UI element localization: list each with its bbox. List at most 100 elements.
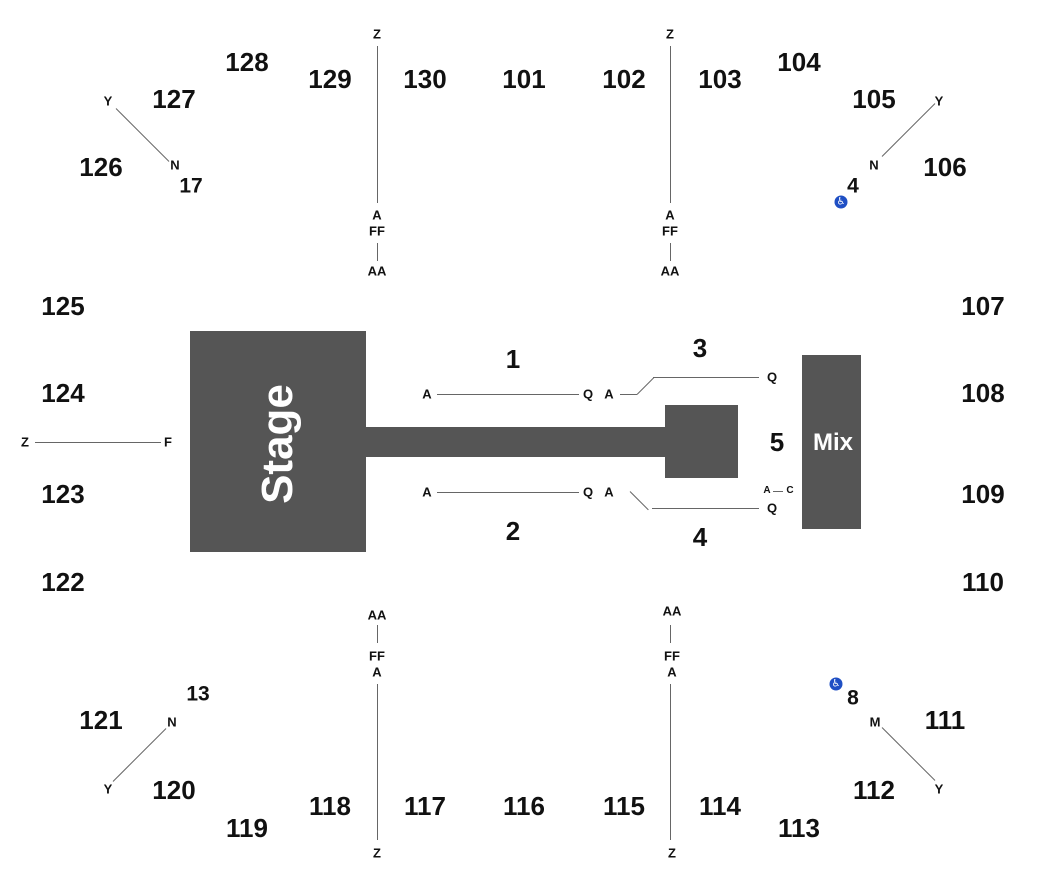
row-label: Q [582, 386, 594, 402]
section-129[interactable]: 129 [308, 64, 352, 94]
row-label: A [372, 664, 382, 680]
row-line [670, 684, 671, 840]
row-label: Q [582, 484, 594, 500]
section-108[interactable]: 108 [961, 378, 1005, 408]
row-label: A [422, 386, 432, 402]
row-label: Z [666, 26, 674, 42]
section-127[interactable]: 127 [152, 84, 196, 114]
section-125[interactable]: 125 [41, 291, 85, 321]
row-line [881, 727, 936, 781]
row-label: Z [373, 845, 381, 861]
floor-section-3[interactable]: 3 [692, 333, 708, 363]
row-line [437, 492, 579, 493]
row-label: Q [766, 500, 778, 516]
section-8-accessible[interactable]: 8 [847, 686, 859, 710]
row-label: Z [668, 845, 676, 861]
section-111[interactable]: 111 [924, 705, 966, 735]
row-label: FF [369, 648, 385, 664]
wheelchair-icon: ♿ [834, 195, 848, 209]
row-label: A [665, 207, 675, 223]
row-label: FF [662, 223, 678, 239]
floor-section-5[interactable]: 5 [769, 427, 785, 457]
row-label: A [763, 485, 771, 496]
row-label: A [372, 207, 382, 223]
row-label: Y [934, 781, 944, 797]
section-114[interactable]: 114 [699, 791, 741, 821]
section-126[interactable]: 126 [79, 152, 123, 182]
section-128[interactable]: 128 [225, 47, 269, 77]
row-line [377, 46, 378, 203]
row-line [773, 491, 783, 492]
row-line [652, 508, 759, 509]
row-label: C [786, 485, 794, 496]
section-124[interactable]: 124 [41, 378, 85, 408]
section-123[interactable]: 123 [41, 479, 85, 509]
section-17[interactable]: 17 [179, 174, 203, 198]
section-104[interactable]: 104 [777, 47, 821, 77]
row-label: Y [103, 781, 113, 797]
section-121[interactable]: 121 [79, 705, 123, 735]
row-label: FF [369, 223, 385, 239]
row-label: F [164, 434, 172, 450]
thrust-platform [665, 405, 738, 478]
row-label: Y [103, 93, 113, 109]
stage-label: Stage [253, 384, 302, 504]
row-label: FF [664, 648, 680, 664]
runway [366, 427, 666, 457]
section-105[interactable]: 105 [852, 84, 896, 114]
row-line [377, 684, 378, 840]
section-106[interactable]: 106 [923, 152, 967, 182]
row-line [377, 625, 378, 643]
section-122[interactable]: 122 [41, 567, 85, 597]
row-line [670, 46, 671, 203]
section-117[interactable]: 117 [404, 791, 446, 821]
mix-label: Mix [812, 429, 854, 456]
row-label: N [170, 157, 180, 173]
section-116[interactable]: 116 [503, 791, 545, 821]
row-label: Z [21, 434, 29, 450]
row-line [377, 243, 378, 261]
row-label: A [667, 664, 677, 680]
mix-position [802, 355, 861, 529]
row-line [629, 491, 649, 511]
section-102[interactable]: 102 [602, 64, 646, 94]
row-line [112, 728, 167, 782]
floor-section-1[interactable]: 1 [505, 344, 521, 374]
section-118[interactable]: 118 [309, 791, 351, 821]
section-13[interactable]: 13 [186, 682, 210, 706]
section-101[interactable]: 101 [502, 64, 546, 94]
row-label: N [167, 714, 177, 730]
row-label: AA [660, 263, 680, 279]
floor-section-4[interactable]: 4 [692, 522, 708, 552]
section-112[interactable]: 112 [853, 775, 895, 805]
section-119[interactable]: 119 [226, 813, 268, 843]
row-line [437, 394, 579, 395]
row-label: A [604, 484, 614, 500]
row-line [115, 108, 170, 162]
section-4-accessible[interactable]: 4 [847, 174, 859, 198]
section-110[interactable]: 110 [962, 567, 1004, 597]
row-line [670, 243, 671, 261]
section-115[interactable]: 115 [603, 791, 645, 821]
row-label: Y [934, 93, 944, 109]
row-label: AA [367, 607, 387, 623]
row-line [35, 442, 161, 443]
row-line [670, 625, 671, 643]
section-103[interactable]: 103 [698, 64, 742, 94]
row-label: N [869, 157, 879, 173]
row-label: AA [367, 263, 387, 279]
wheelchair-icon: ♿ [829, 677, 843, 691]
section-113[interactable]: 113 [778, 813, 820, 843]
row-line [620, 394, 637, 395]
row-line [636, 377, 655, 395]
row-label: A [422, 484, 432, 500]
section-130[interactable]: 130 [403, 64, 447, 94]
floor-section-2[interactable]: 2 [505, 516, 521, 546]
section-120[interactable]: 120 [152, 775, 196, 805]
row-label: Q [766, 369, 778, 385]
stage[interactable] [190, 331, 366, 552]
row-label: AA [662, 603, 682, 619]
section-107[interactable]: 107 [961, 291, 1005, 321]
section-109[interactable]: 109 [961, 479, 1005, 509]
